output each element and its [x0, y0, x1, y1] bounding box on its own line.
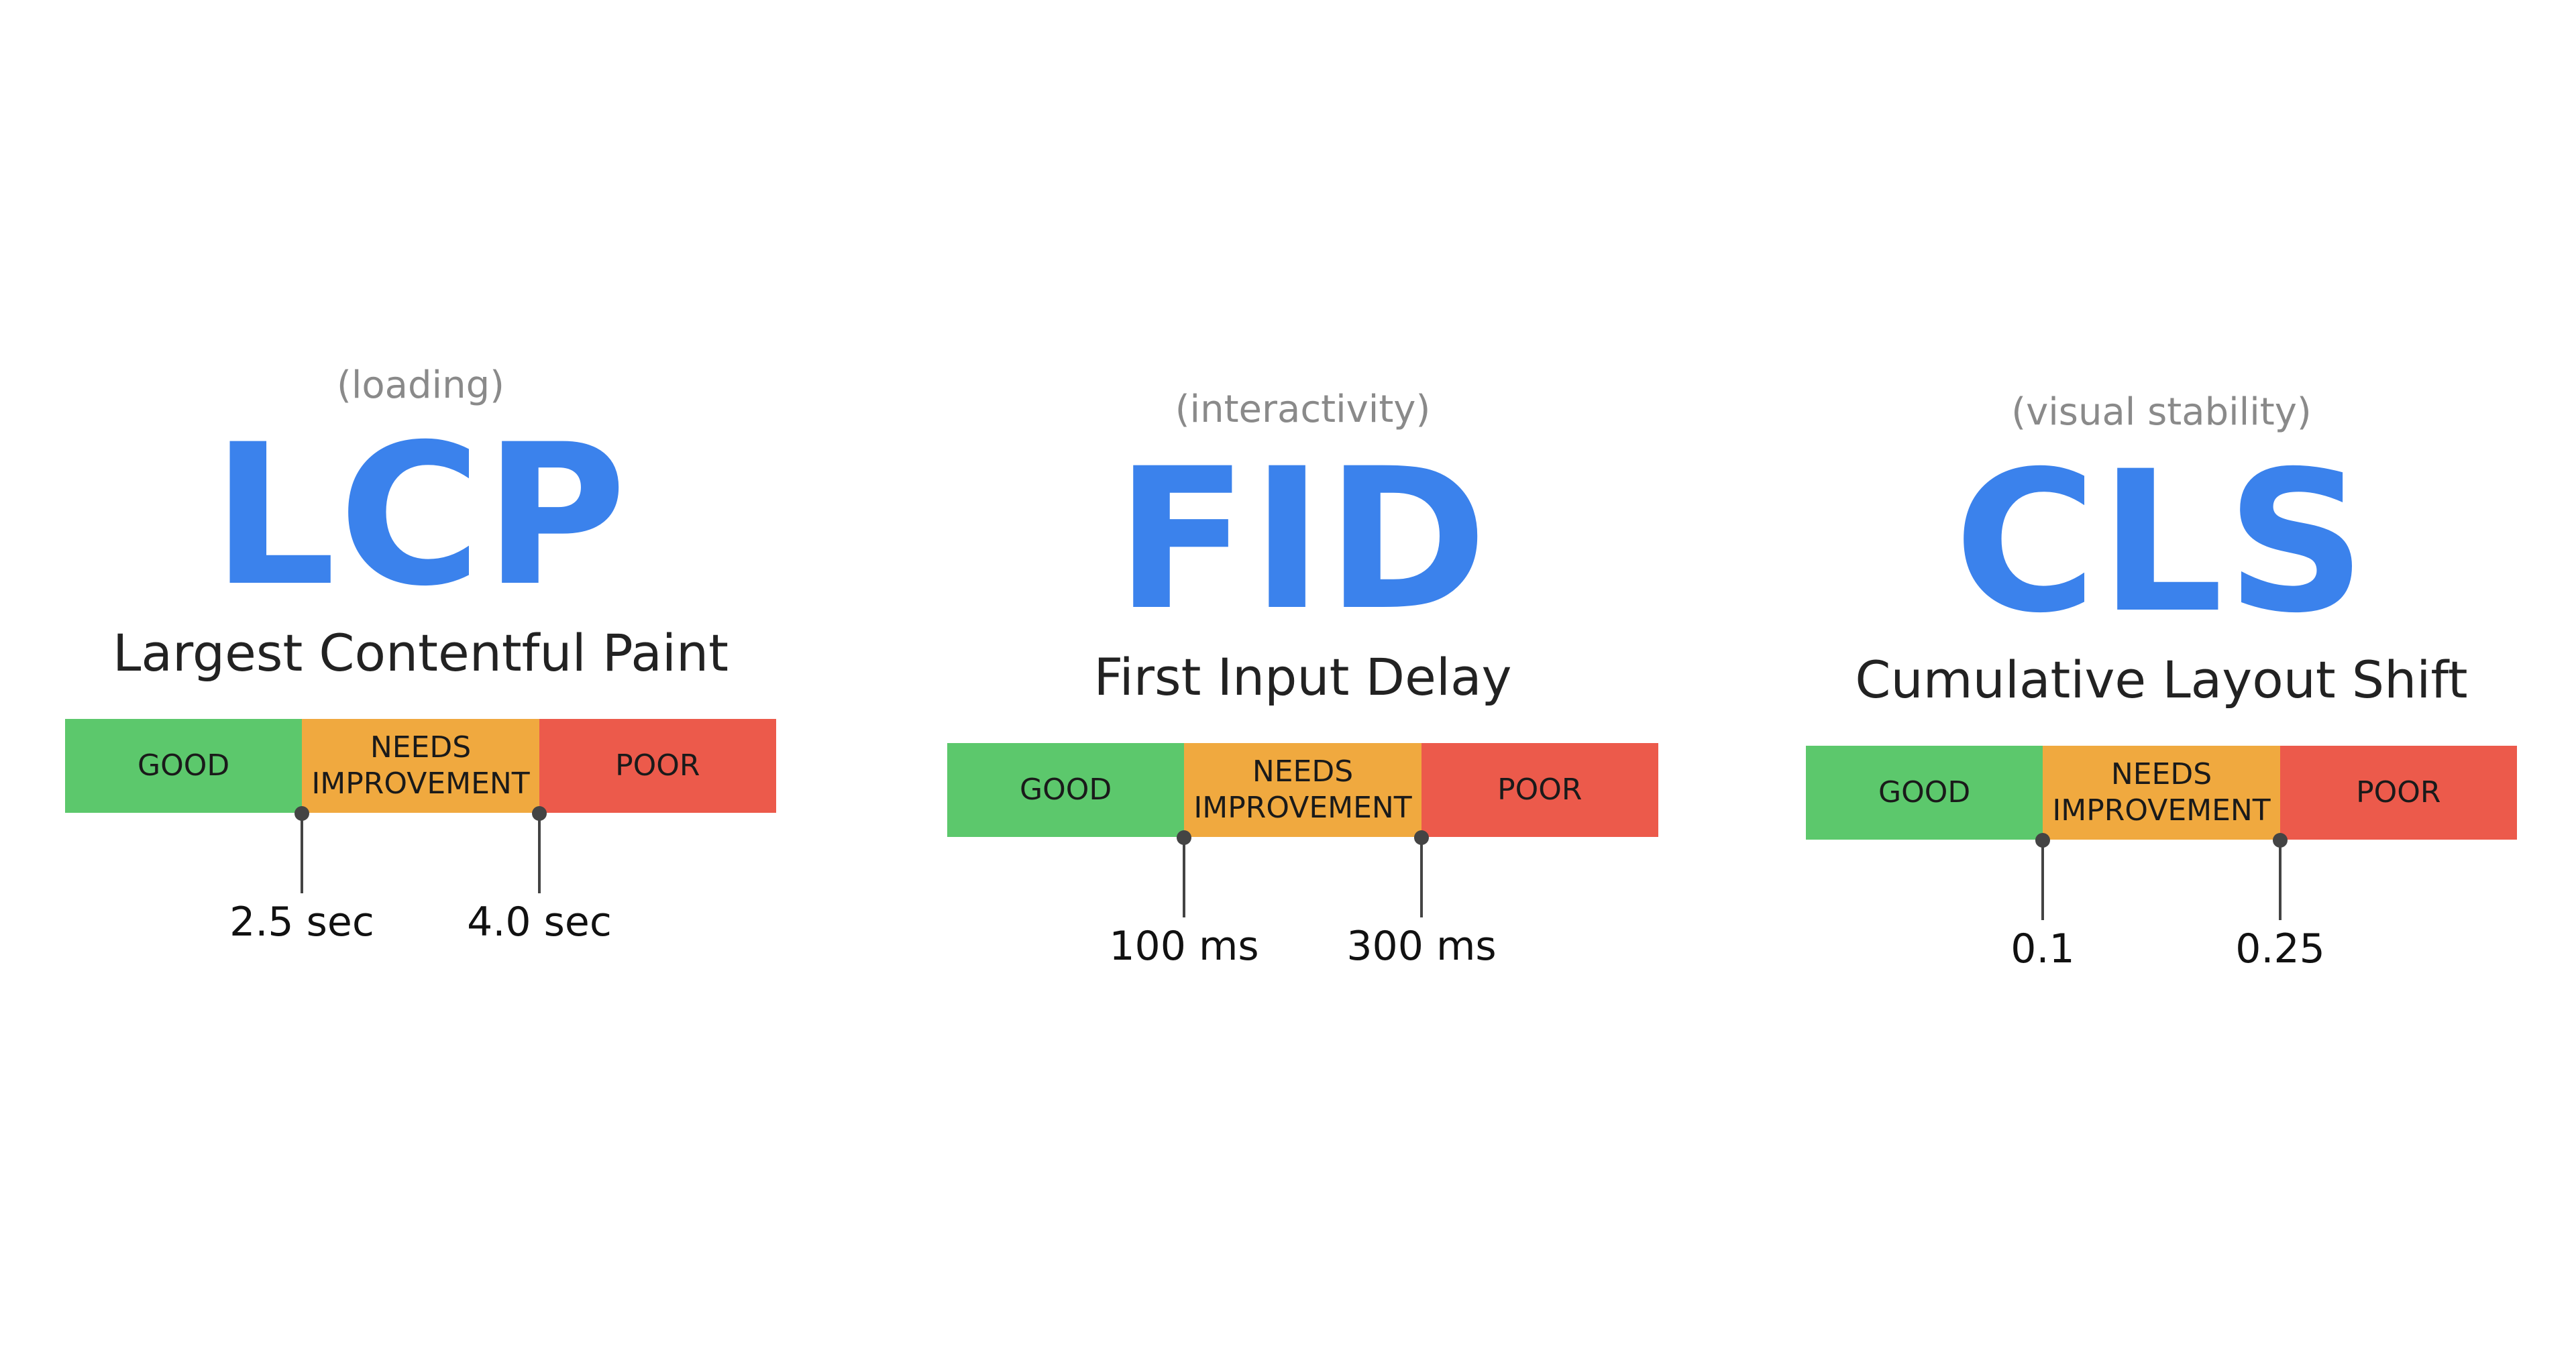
metric-acronym: CLS [1953, 430, 2369, 656]
segment-needs-improvement: NEEDS IMPROVEMENT [1184, 743, 1421, 837]
metric-fid: (interactivity) FID First Input Delay GO… [947, 386, 1658, 998]
segment-poor: POOR [1421, 743, 1658, 837]
segment-needs-improvement-label: NEEDS IMPROVEMENT [2052, 757, 2271, 828]
metric-full-name: Cumulative Layout Shift [1855, 650, 2468, 710]
metric-full-name: First Input Delay [1093, 647, 1512, 707]
marker-line [2279, 840, 2282, 920]
threshold-value: 300 ms [1346, 923, 1497, 970]
segment-poor-label: POOR [2356, 775, 2441, 809]
segment-poor: POOR [539, 719, 776, 813]
marker-line [538, 813, 541, 893]
segment-needs-improvement-label: NEEDS IMPROVEMENT [1193, 754, 1412, 825]
threshold-markers: 100 ms 300 ms [947, 830, 1658, 998]
segment-good-label: GOOD [1020, 773, 1112, 807]
metric-full-name: Largest Contentful Paint [113, 623, 729, 683]
threshold-value: 4.0 sec [467, 899, 612, 946]
threshold-markers: 2.5 sec 4.0 sec [65, 806, 776, 974]
threshold-value: 0.1 [2010, 925, 2075, 972]
marker-line [1420, 837, 1423, 917]
segment-good: GOOD [947, 743, 1185, 837]
segment-poor-label: POOR [615, 748, 700, 783]
metric-acronym: LCP [211, 403, 630, 629]
segment-good-label: GOOD [1878, 775, 1971, 809]
threshold-value: 2.5 sec [229, 899, 374, 946]
marker-line [301, 813, 303, 893]
segment-good: GOOD [1806, 746, 2043, 840]
threshold-scale: GOOD NEEDS IMPROVEMENT POOR [947, 743, 1658, 837]
metric-category: (visual stability) [2011, 390, 2312, 434]
threshold-scale: GOOD NEEDS IMPROVEMENT POOR [65, 719, 776, 813]
marker-line [1183, 837, 1185, 917]
metric-acronym: FID [1115, 427, 1491, 653]
segment-poor-label: POOR [1497, 773, 1582, 807]
metric-category: (loading) [337, 363, 504, 407]
threshold-scale: GOOD NEEDS IMPROVEMENT POOR [1806, 746, 2517, 840]
segment-needs-improvement: NEEDS IMPROVEMENT [302, 719, 539, 813]
segment-poor: POOR [2279, 746, 2517, 840]
metric-category: (interactivity) [1175, 388, 1431, 431]
segment-needs-improvement: NEEDS IMPROVEMENT [2043, 746, 2280, 840]
segment-good-label: GOOD [138, 748, 230, 783]
segment-needs-improvement-label: NEEDS IMPROVEMENT [311, 730, 530, 801]
segment-good: GOOD [65, 719, 303, 813]
marker-line [2041, 840, 2044, 920]
metric-cls: (visual stability) CLS Cumulative Layout… [1806, 389, 2517, 1001]
threshold-value: 100 ms [1109, 923, 1259, 970]
metric-lcp: (loading) LCP Largest Contentful Paint G… [65, 362, 776, 974]
threshold-markers: 0.1 0.25 [1806, 833, 2517, 1001]
threshold-value: 0.25 [2235, 925, 2325, 972]
